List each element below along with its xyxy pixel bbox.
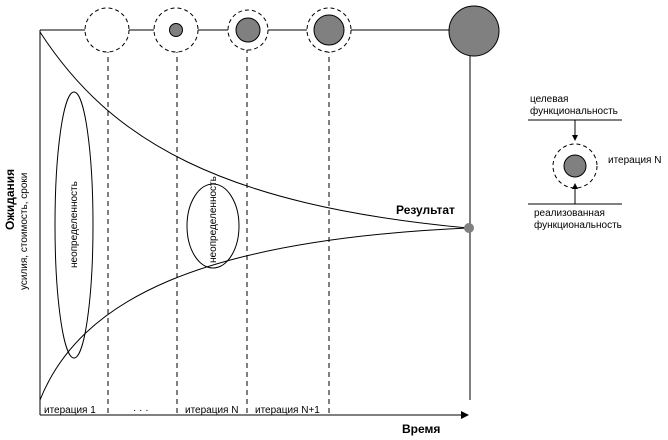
iteration-label-ellipsis: · · · — [133, 405, 149, 416]
legend-realized-line1: реализованная — [534, 208, 605, 219]
iteration-circle-1 — [84, 7, 130, 53]
uncertainty-ellipse-small — [186, 183, 240, 269]
x-axis-label: Время — [402, 422, 440, 436]
result-point — [464, 223, 474, 233]
uncertainty-label-large: неопределенность — [69, 181, 80, 268]
uncertainty-label-small: неопределенность — [208, 176, 219, 263]
y-axis-sublabel: усилия, стоимость, сроки — [19, 173, 30, 290]
iteration-circle-4 — [306, 7, 352, 53]
legend: целевая функциональность итерация N реал… — [528, 94, 661, 231]
legend-target-line1: целевая — [530, 94, 568, 105]
iteration-circle-2 — [153, 7, 199, 53]
iteration-label-1: итерация 1 — [44, 405, 96, 416]
legend-inner-circle — [563, 154, 587, 178]
uncertainty-ellipse-large — [54, 91, 94, 359]
result-circle — [448, 5, 500, 57]
result-label: Результат — [396, 203, 455, 217]
lower-curve — [39, 227, 469, 401]
upper-curve — [39, 31, 469, 229]
legend-target-line2: функциональность — [530, 105, 618, 117]
iteration-label-n: итерация N — [185, 405, 238, 416]
legend-iteration-label: итерация N — [608, 155, 661, 166]
legend-realized-line2: функциональность — [534, 219, 622, 231]
y-axis-label: Ожидания — [3, 169, 17, 230]
iteration-circle-3 — [227, 9, 269, 51]
iteration-label-n-plus-1: итерация N+1 — [255, 405, 320, 416]
